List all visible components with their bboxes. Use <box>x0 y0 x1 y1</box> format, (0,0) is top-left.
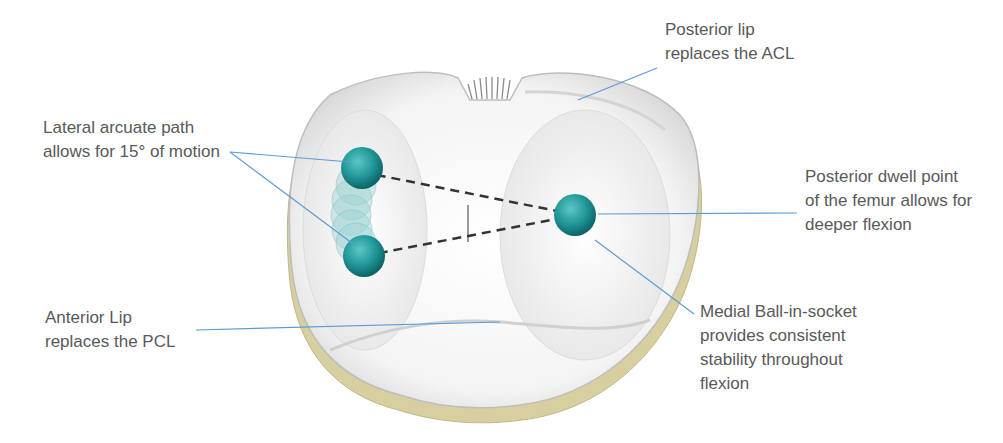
tibial-insert <box>289 72 699 407</box>
anterior-lip <box>330 320 650 350</box>
leader-lines <box>196 68 797 330</box>
pivot-lines <box>362 172 572 256</box>
lateral-ball <box>341 147 383 189</box>
callout-label: Anterior Lip replaces the PCL <box>45 306 195 354</box>
ligament-striations <box>468 77 510 99</box>
callout-label: Posterior dwell point of the femur allow… <box>805 165 973 237</box>
posterior-lip <box>525 92 665 130</box>
callout-label: Lateral arcuate path allows for 15° of m… <box>43 116 223 164</box>
lateral-dish <box>303 110 427 350</box>
callout-label: Posterior lip replaces the ACL <box>665 18 815 66</box>
callout-label: Medial Ball-in-socket provides consisten… <box>700 300 872 396</box>
medial-ball <box>554 194 596 236</box>
